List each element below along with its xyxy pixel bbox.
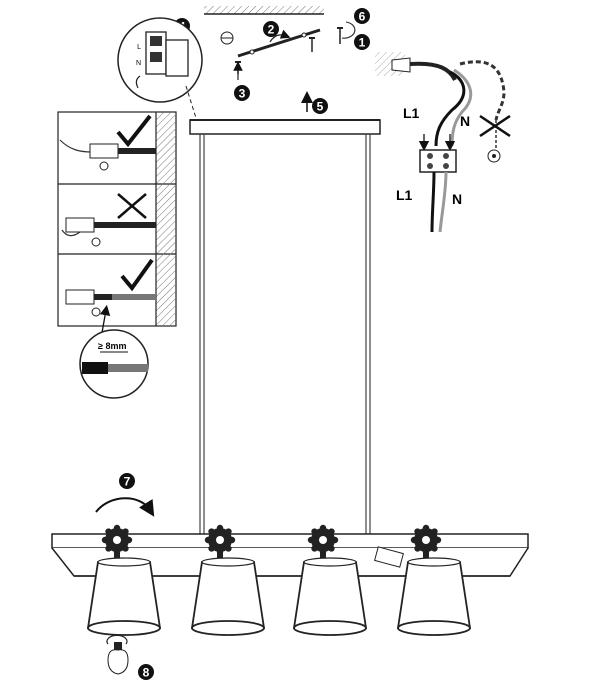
strip-row-wrong xyxy=(61,193,156,247)
step-badge-8: 8 xyxy=(138,664,154,680)
live-label: L1 xyxy=(403,105,420,121)
ceiling-mounting-group xyxy=(204,6,356,80)
wiring-detail: L1 N L1 N xyxy=(375,52,511,233)
step-number: 8 xyxy=(143,666,150,680)
rotate-arrow xyxy=(95,497,155,517)
earth-nut-icon xyxy=(487,149,501,163)
live-label-lower: L1 xyxy=(396,187,413,203)
canopy xyxy=(189,119,381,135)
ceiling-hatch xyxy=(204,6,324,14)
step-number: 7 xyxy=(124,475,131,489)
valve-knob-icon xyxy=(410,524,442,560)
cable-strip-guide xyxy=(57,111,177,345)
cross-mark-icon xyxy=(479,114,511,138)
lamp-shade-group xyxy=(86,557,472,636)
terminal-detail: L N xyxy=(117,17,203,119)
live-wire xyxy=(434,70,466,147)
terminal-connector-icon xyxy=(419,149,457,173)
step-badge-1: 1 xyxy=(354,34,370,50)
step-badge-2: 2 xyxy=(263,21,279,37)
step-number: 5 xyxy=(317,100,324,114)
step-number: 3 xyxy=(239,87,246,101)
neutral-wire xyxy=(450,68,473,147)
terminal-neutral-label: N xyxy=(136,60,141,67)
rotate-arrow xyxy=(341,21,356,39)
valve-knob-icon xyxy=(204,524,236,560)
lamp-shade-icon xyxy=(86,557,162,636)
lamp-shade-icon xyxy=(190,557,266,636)
cross-mark-icon xyxy=(117,193,147,219)
step-number: 6 xyxy=(359,10,366,24)
check-mark-icon xyxy=(120,258,154,292)
step-badge-5: 5 xyxy=(301,91,328,114)
lamp-shade-icon xyxy=(396,557,472,636)
earth-wire xyxy=(459,60,506,121)
strip-row-correct-1 xyxy=(59,114,156,171)
step-badge-7: 7 xyxy=(95,473,155,517)
neutral-label-lower: N xyxy=(452,191,462,207)
screw-icon xyxy=(309,37,315,52)
screw-icon xyxy=(337,27,343,44)
light-bulb-icon xyxy=(106,634,129,675)
strip-length-detail: ≥ 8mm xyxy=(79,329,149,399)
terminal-live-label: L xyxy=(137,44,141,51)
rotate-arrow xyxy=(269,29,291,43)
leader-line xyxy=(185,85,197,119)
step-badge-3: 3 xyxy=(234,85,250,101)
lamp-shade-icon xyxy=(292,557,368,636)
step-number: 1 xyxy=(359,36,366,50)
strip-length-label: ≥ 8mm xyxy=(98,341,126,351)
step-number: 2 xyxy=(268,23,275,37)
wall-plug-icon xyxy=(220,31,234,45)
valve-knob-group xyxy=(101,524,442,560)
valve-knob-icon xyxy=(101,524,133,560)
valve-knob-icon xyxy=(307,524,339,560)
strip-row-correct-2 xyxy=(65,258,156,317)
check-mark-icon xyxy=(116,114,152,148)
neutral-label: N xyxy=(460,113,470,129)
step-badge-6: 6 xyxy=(354,8,370,24)
